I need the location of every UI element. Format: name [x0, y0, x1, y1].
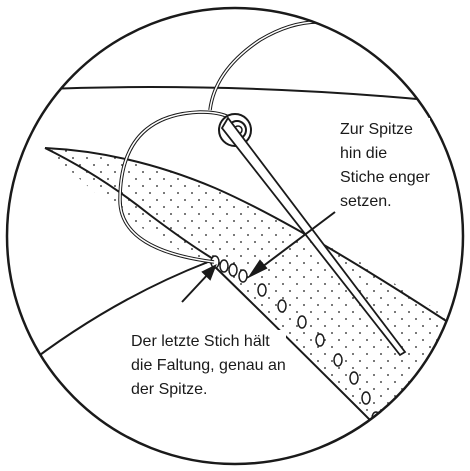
- annotation-last-stitch: Der letzte Stich hält die Faltung, genau…: [131, 330, 286, 402]
- annotation-line: Zur Spitze: [340, 118, 430, 142]
- upper-fabric-edge: [20, 87, 468, 104]
- annotation-line: die Faltung, genau an: [131, 354, 286, 378]
- annotation-line: Stiche enger: [340, 166, 430, 190]
- annotation-line: Der letzte Stich hält: [131, 330, 286, 354]
- annotation-line: der Spitze.: [131, 378, 286, 402]
- annotation-line: hin die: [340, 142, 430, 166]
- annotation-line: setzen.: [340, 190, 430, 214]
- thread-upper-outer: [210, 22, 355, 110]
- annotation-tighter-stitches: Zur Spitze hin die Stiche enger setzen.: [340, 118, 430, 214]
